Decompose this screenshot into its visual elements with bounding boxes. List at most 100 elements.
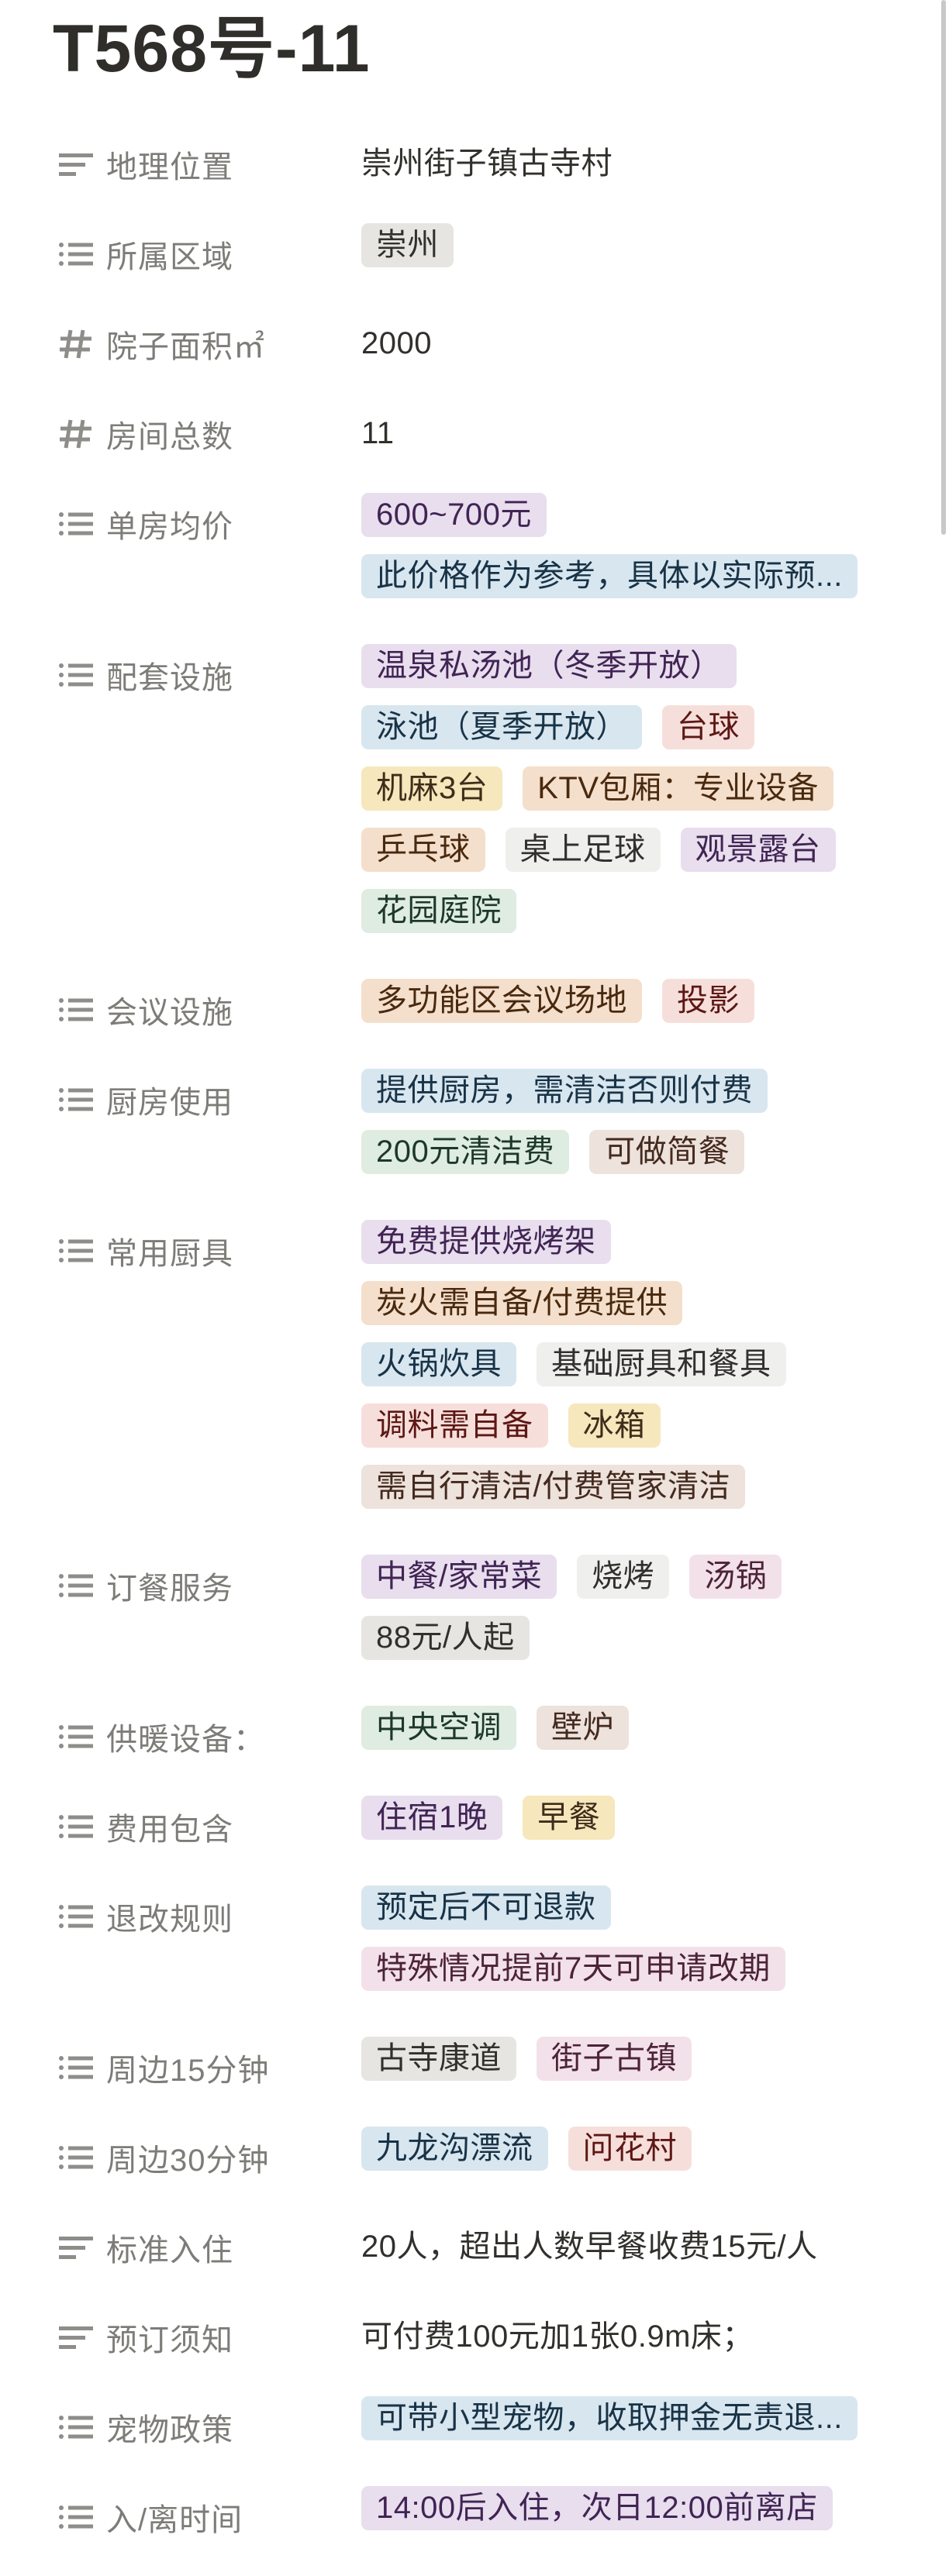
select-tag[interactable]: 可做简餐 [589,1130,745,1174]
select-tag[interactable]: 基础厨具和餐具 [537,1342,786,1386]
select-tag[interactable]: 免费提供烧烤架 [361,1220,611,1264]
select-tag[interactable]: 提供厨房，需清洁否则付费 [361,1069,768,1113]
property-value[interactable]: 11 [361,403,889,464]
select-tag[interactable]: 调料需自备 [361,1403,548,1448]
property-label-inner: 常用厨具 [0,1220,233,1281]
select-tag[interactable]: 冰箱 [568,1403,661,1448]
property-value[interactable]: 住宿1晚早餐 [361,1796,889,1857]
property-label[interactable]: 单房均价 [0,493,361,554]
select-tag[interactable]: 投影 [662,979,754,1023]
select-tag[interactable]: 九龙沟漂流 [361,2127,548,2171]
select-tag[interactable]: 台球 [662,705,754,749]
property-label-inner: 周边30分钟 [0,2127,270,2188]
select-tag[interactable]: 泳池（夏季开放） [361,705,642,749]
bulleted-list-icon [59,1721,93,1752]
property-value[interactable]: 20人，超出人数早餐收费15元/人 [361,2216,889,2278]
property-value[interactable]: 免费提供烧烤架炭火需自备/付费提供火锅炊具基础厨具和餐具调料需自备冰箱需自行清洁… [361,1220,889,1526]
select-tag[interactable]: KTV包厢：专业设备 [523,766,834,811]
bulleted-list-icon [59,508,93,539]
property-label[interactable]: 宠物政策 [0,2396,361,2457]
select-tag[interactable]: 观景露台 [680,828,836,872]
property-label[interactable]: 地理位置 [0,133,361,195]
property-label-inner: 单房均价 [0,493,233,554]
property-value[interactable]: 多功能区会议场地投影 [361,979,889,1040]
property-value[interactable]: 2000 [361,313,889,374]
select-tag[interactable]: 200元清洁费 [361,1130,570,1174]
select-tag[interactable]: 古寺康道 [361,2037,516,2081]
select-tag[interactable]: 可带小型宠物，收取押金无责退... [361,2396,858,2440]
property-row: 所属区域崇州 [0,223,949,313]
property-label[interactable]: 入/离时间 [0,2486,361,2547]
scrollbar[interactable] [941,0,946,535]
select-tag[interactable]: 此价格作为参考，具体以实际预... [361,554,858,598]
property-row: 供暖设备：中央空调壁炉 [0,1706,949,1796]
select-tag[interactable]: 14:00后入住，次日12:00前离店 [361,2486,833,2530]
property-value[interactable]: 中央空调壁炉 [361,1706,889,1767]
property-label[interactable]: 标准入住 [0,2216,361,2278]
tag-line: 调料需自备冰箱 [361,1403,889,1465]
property-label-inner: 订餐服务 [0,1555,233,1616]
select-tag[interactable]: 多功能区会议场地 [361,979,642,1023]
property-row: 院子面积㎡ 2000 [0,313,949,403]
property-label[interactable]: 费用包含 [0,1796,361,1857]
select-tag[interactable]: 烧烤 [577,1555,670,1599]
select-tag[interactable]: 炭火需自备/付费提供 [361,1281,683,1325]
property-value[interactable]: 预定后不可退款特殊情况提前7天可申请改期 [361,1886,889,2008]
select-tag[interactable]: 乒乓球 [361,828,485,872]
select-tag[interactable]: 中餐/家常菜 [361,1555,557,1599]
property-value[interactable]: 九龙沟漂流问花村 [361,2127,889,2188]
property-label[interactable]: 预订须知 [0,2306,361,2368]
property-value[interactable]: 提供厨房，需清洁否则付费 200元清洁费可做简餐 [361,1069,889,1191]
property-label-inner: 院子面积㎡ [0,313,265,374]
property-label[interactable]: 会议设施 [0,979,361,1040]
select-tag[interactable]: 火锅炊具 [361,1342,516,1386]
property-label[interactable]: 周边30分钟 [0,2127,361,2188]
property-label[interactable]: 房间总数 [0,403,361,464]
select-tag[interactable]: 住宿1晚 [361,1796,503,1840]
property-value[interactable]: 600~700元此价格作为参考，具体以实际预... [361,493,889,615]
property-value[interactable]: 14:00后入住，次日12:00前离店 [361,2486,889,2547]
select-tag[interactable]: 预定后不可退款 [361,1886,611,1930]
select-tag[interactable]: 需自行清洁/付费管家清洁 [361,1465,746,1509]
property-label[interactable]: 常用厨具 [0,1220,361,1281]
property-label-text: 退改规则 [106,1902,233,1937]
select-tag[interactable]: 中央空调 [361,1706,516,1750]
select-tag[interactable]: 汤锅 [689,1555,782,1599]
property-value[interactable]: 古寺康道街子古镇 [361,2037,889,2098]
property-value[interactable]: 中餐/家常菜烧烤汤锅 88元/人起 [361,1555,889,1677]
property-value[interactable]: 可付费100元加1张0.9m床； [361,2306,889,2368]
property-row: 周边15分钟古寺康道街子古镇 [0,2037,949,2127]
select-tag[interactable]: 花园庭院 [361,889,516,933]
tag-line: 泳池（夏季开放） 台球 [361,705,889,766]
select-tag[interactable]: 问花村 [568,2127,692,2171]
property-label[interactable]: 所属区域 [0,223,361,284]
tag-line: 古寺康道街子古镇 [361,2037,889,2098]
select-tag[interactable]: 机麻3台 [361,766,503,811]
select-tag[interactable]: 特殊情况提前7天可申请改期 [361,1947,785,1991]
property-label[interactable]: 退改规则 [0,1886,361,1947]
property-value[interactable]: 可带小型宠物，收取押金无责退... [361,2396,889,2457]
select-tag[interactable]: 600~700元 [361,493,547,537]
property-row: 地理位置崇州街子镇古寺村 [0,133,949,223]
select-tag[interactable]: 88元/人起 [361,1616,530,1660]
select-tag[interactable]: 崇州 [361,223,454,267]
property-value-text: 20人，超出人数早餐收费15元/人 [361,2230,818,2264]
select-tag[interactable]: 街子古镇 [537,2037,692,2081]
property-label[interactable]: 配套设施 [0,644,361,705]
property-label[interactable]: 院子面积㎡ [0,313,361,374]
select-tag[interactable]: 桌上足球 [505,828,661,872]
property-value[interactable]: 温泉私汤池（冬季开放） 泳池（夏季开放） 台球机麻3台 KTV包厢：专业设备乒乓球桌上… [361,644,889,950]
property-value[interactable]: 崇州街子镇古寺村 [361,133,889,195]
property-label[interactable]: 厨房使用 [0,1069,361,1130]
select-tag[interactable]: 温泉私汤池（冬季开放） [361,644,737,688]
property-label[interactable]: 周边15分钟 [0,2037,361,2098]
property-label[interactable]: 供暖设备： [0,1706,361,1767]
tag-line: 预定后不可退款 [361,1886,889,1947]
select-tag[interactable]: 早餐 [523,1796,616,1840]
property-value[interactable]: 崇州 [361,223,889,284]
select-tag[interactable]: 壁炉 [537,1706,629,1750]
property-label[interactable]: 订餐服务 [0,1555,361,1616]
property-value-text: 11 [361,416,395,450]
bulleted-list-icon [59,2502,93,2533]
